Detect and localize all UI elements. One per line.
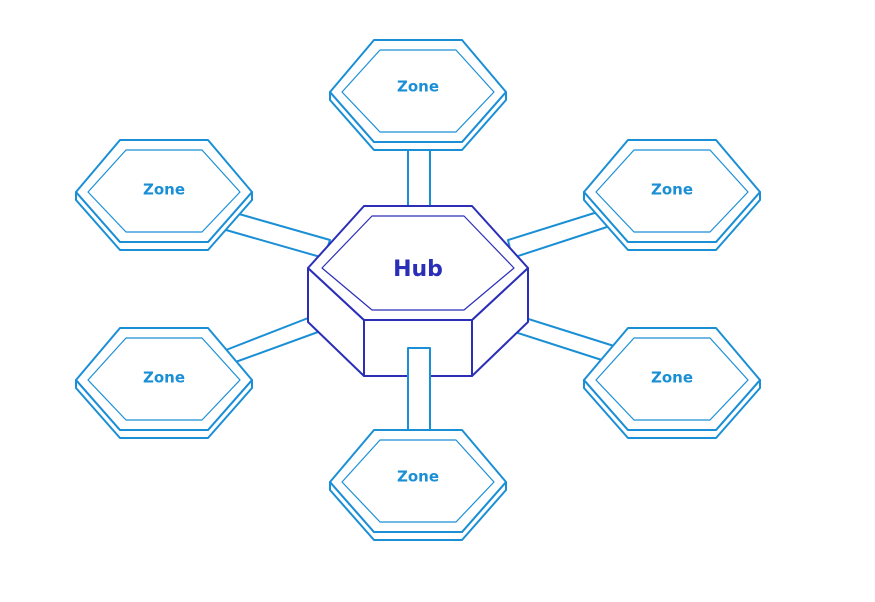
connector-upper-right — [507, 209, 611, 259]
connector-top — [407, 141, 431, 207]
zone-label: Zone — [651, 181, 693, 199]
zone-label: Zone — [651, 369, 693, 387]
zone-upper-right: Zone — [583, 139, 761, 251]
hub-label: Hub — [393, 257, 443, 282]
zone-label: Zone — [397, 468, 439, 486]
zone-upper-left: Zone — [75, 139, 253, 251]
zone-bottom: Zone — [329, 429, 507, 541]
connector-bottom-front — [407, 347, 431, 431]
zone-top: Zone — [329, 39, 507, 151]
hub-top-face — [307, 205, 529, 321]
zone-lower-left: Zone — [75, 327, 253, 439]
zone-label: Zone — [143, 369, 185, 387]
hub-inner-outline — [321, 215, 515, 311]
zone-label: Zone — [143, 181, 185, 199]
connector-upper-left — [225, 211, 331, 259]
zone-lower-right: Zone — [583, 327, 761, 439]
zone-label: Zone — [397, 78, 439, 96]
